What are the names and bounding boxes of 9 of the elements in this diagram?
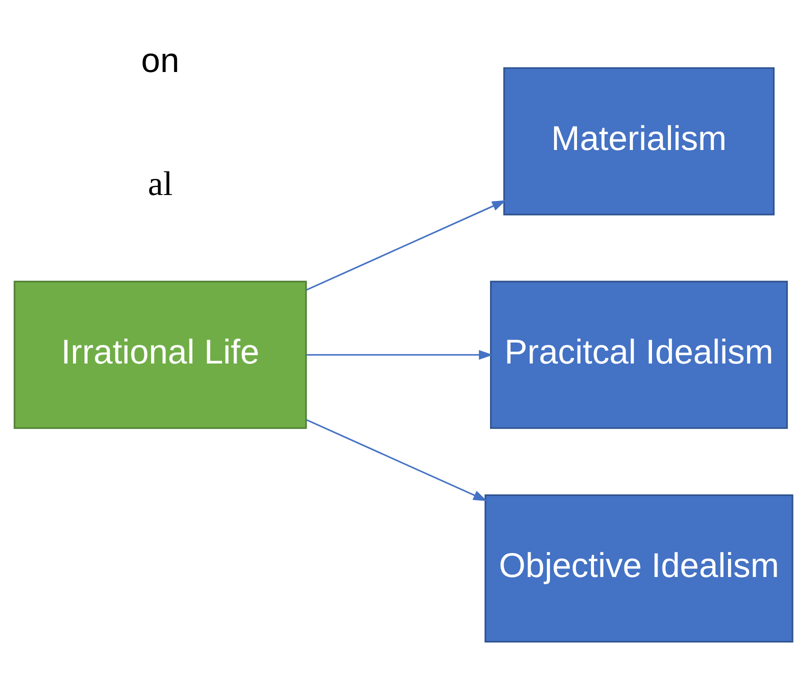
label: al [148,164,173,203]
node-box: Objective Idealism [484,494,794,642]
label: on [141,42,180,80]
arrow [306,349,493,360]
arrow [306,418,488,501]
node-box: Irrational Life [14,280,307,428]
node-box: Materialism [503,66,775,215]
node-box: Pracitcal Idealism [490,280,788,428]
arrow [306,200,506,290]
